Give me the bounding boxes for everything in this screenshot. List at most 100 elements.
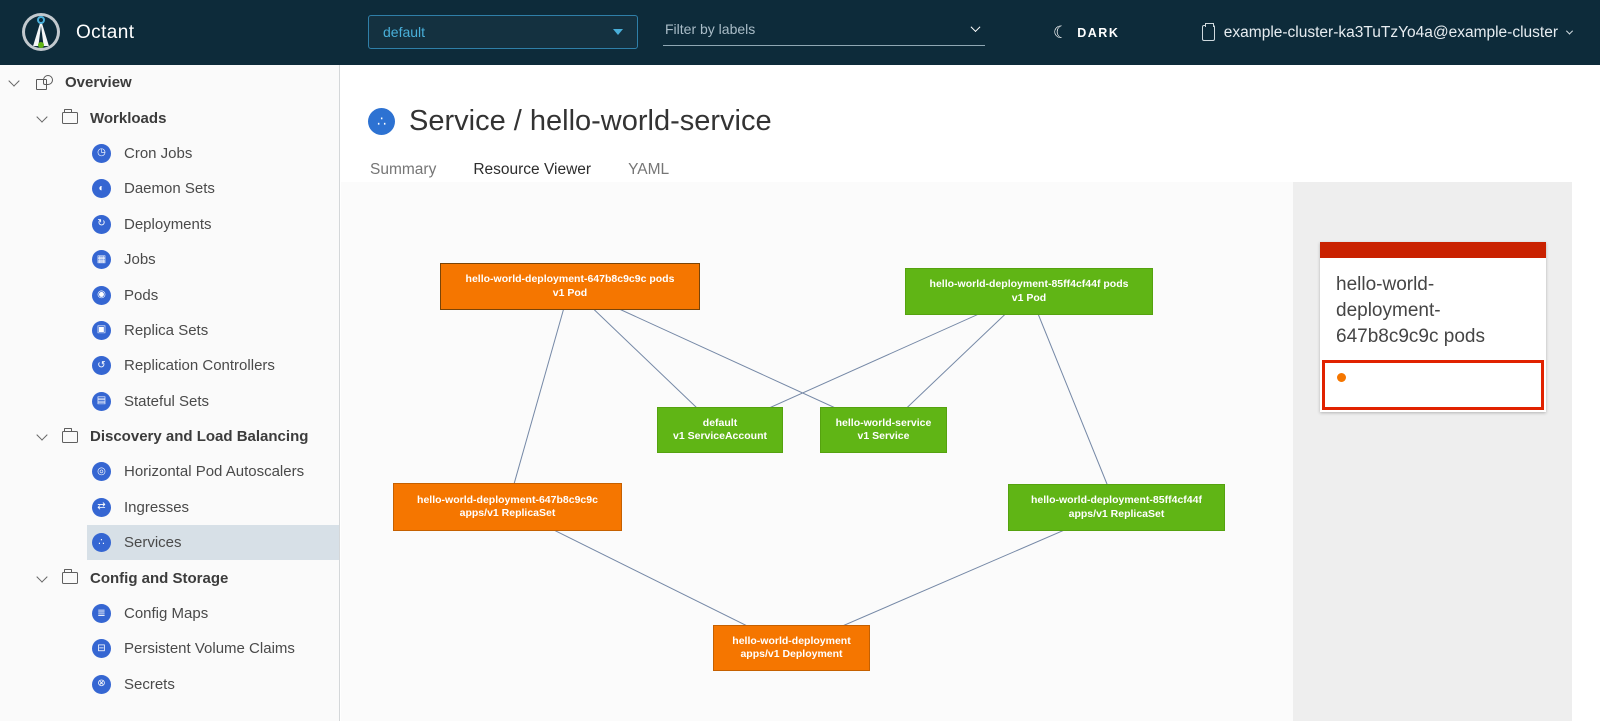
sidebar-item-label: Config and Storage [90, 569, 229, 587]
node-name: hello-world-deployment-647b8c9c9c pods [465, 273, 675, 285]
node-kind: v1 Pod [1011, 291, 1047, 304]
sidebar-item-label: Deployments [124, 215, 212, 233]
sidebar-item-label: Replication Controllers [124, 357, 275, 375]
card-status-bar [1320, 242, 1546, 258]
chevron-down-icon[interactable] [36, 570, 48, 583]
node-name: hello-world-deployment-85ff4cf44f [1031, 494, 1202, 506]
sidebar-item-jobs[interactable]: ▦Jobs [0, 242, 339, 277]
theme-toggle[interactable]: ☾ DARK [1053, 0, 1119, 65]
sidebar-item-label: Pods [124, 286, 159, 304]
namespace-value: default [383, 24, 426, 40]
node-name: hello-world-deployment-85ff4cf44f pods [929, 278, 1129, 290]
sidebar-item-cron-jobs[interactable]: ◷Cron Jobs [0, 136, 339, 171]
sidebar-item-config-maps[interactable]: ≣ Config Maps [0, 596, 339, 631]
sidebar-item-ingresses[interactable]: ⇄Ingresses [0, 490, 339, 525]
logo-top-dot [37, 16, 45, 24]
ingresses-icon: ⇄ [92, 497, 111, 517]
daemon-sets-icon: ◐ [92, 179, 111, 199]
octant-logo-icon[interactable] [22, 13, 60, 51]
node-kind: apps/v1 ReplicaSet [459, 507, 556, 519]
folder-icon [62, 427, 78, 443]
sidebar-item-label: Cron Jobs [124, 144, 193, 162]
sidebar-item-label: Config Maps [124, 605, 209, 623]
object-detail-panel: hello-world-deployment-647b8c9c9c pods [1293, 182, 1572, 721]
sidebar-item-daemon-sets[interactable]: ◐ Daemon Sets [0, 171, 339, 206]
sidebar-item-label: Daemon Sets [124, 180, 215, 198]
sidebar-item-label: Stateful Sets [124, 392, 210, 410]
cluster-context[interactable]: example-cluster-ka3TuTzYo4a@example-clus… [1201, 0, 1574, 65]
sidebar-item-replica-sets[interactable]: ▣ Replica Sets [0, 313, 339, 348]
node-kind: v1 ServiceAccount [673, 430, 767, 442]
deployments-icon: ↻ [92, 214, 111, 234]
page-header: ∴ Service / hello-world-service [341, 65, 1600, 138]
sidebar-item-secrets[interactable]: ⊗Secrets [0, 667, 339, 702]
folder-icon [62, 569, 78, 585]
sidebar-item-horizontal-pod-autoscalers[interactable]: ◎ Horizontal Pod Autoscalers [0, 454, 339, 489]
selected-node-card[interactable]: hello-world-deployment-647b8c9c9c pods [1320, 242, 1546, 412]
sidebar-item-label: Services [124, 534, 182, 552]
node-kind: apps/v1 ReplicaSet [1068, 507, 1165, 520]
graph-edge-pod-647b8c9c9c--serviceaccount-default [569, 286, 721, 431]
config-maps-icon: ≣ [92, 604, 111, 624]
logo-bottom-dot [38, 42, 44, 48]
sidebar-item-config-and-storage[interactable]: Config and Storage [0, 560, 339, 595]
sidebar-item-label: Overview [65, 74, 132, 92]
theme-label: DARK [1077, 25, 1120, 40]
replica-sets-icon: ▣ [92, 320, 111, 340]
node-name: default [702, 416, 738, 429]
sidebar-item-services[interactable]: ∴ Services [0, 525, 339, 561]
graph-edge-pod-647b8c9c9c--service-hello-world-service [569, 286, 884, 431]
chevron-down-icon[interactable] [970, 22, 981, 33]
folder-icon [62, 109, 78, 125]
sidebar-item-label: Workloads [90, 109, 167, 127]
pods-icon: ◉ [92, 285, 111, 305]
node-kind: apps/v1 Deployment [740, 648, 843, 660]
chevron-down-icon[interactable] [8, 75, 20, 87]
node-name: hello-world-service [835, 416, 932, 429]
horizontal-pod-autoscalers-icon: ◎ [92, 462, 111, 482]
tab-summary[interactable]: Summary [370, 161, 437, 178]
graph-edge-pod-647b8c9c9c--replicaset-647b8c9c9c [507, 286, 571, 508]
right-gutter [1572, 182, 1600, 721]
sidebar-item-discovery-and-load-balancing[interactable]: Discovery and Load Balancing [0, 419, 339, 454]
moon-icon: ☾ [1053, 23, 1069, 42]
sidebar-item-replication-controllers[interactable]: ↺ Replication Controllers [0, 348, 339, 383]
label-filter-input[interactable]: Filter by labels [663, 16, 985, 46]
jobs-icon: ▦ [92, 250, 111, 270]
sidebar-item-workloads[interactable]: Workloads [0, 100, 339, 135]
persistent-volume-claims-icon: ⊟ [92, 639, 111, 659]
services-icon: ∴ [92, 533, 111, 553]
filter-placeholder: Filter by labels [665, 20, 756, 37]
sidebar-item-label: Horizontal Pod Autoscalers [124, 463, 305, 481]
card-title: hello-world-deployment-647b8c9c9c pods [1336, 274, 1485, 347]
sidebar-item-pods[interactable]: ◉ Pods [0, 277, 339, 312]
cluster-name: example-cluster-ka3TuTzYo4a@example-clus… [1223, 23, 1558, 41]
node-kind: v1 Service [857, 430, 910, 442]
chevron-down-icon[interactable] [36, 110, 48, 123]
overview-icon [36, 75, 53, 91]
tab-yaml[interactable]: YAML [628, 161, 670, 178]
node-name: hello-world-deployment-647b8c9c9c [417, 493, 598, 506]
namespace-dropdown[interactable]: default [368, 15, 638, 49]
resource-viewer: hello-world-deployment-647b8c9c9c pods v1… [341, 182, 1600, 721]
sidebar-item-overview[interactable]: Overview [0, 65, 339, 100]
app-title: Octant [76, 21, 135, 43]
sidebar-item-label: Discovery and Load Balancing [90, 428, 309, 446]
chevron-down-icon[interactable] [36, 429, 48, 441]
card-status-box [1322, 360, 1544, 410]
page-title: Service / hello-world-service [409, 105, 772, 137]
sidebar-item-deployments[interactable]: ↻ Deployments [0, 207, 339, 242]
replication-controllers-icon: ↺ [92, 356, 111, 376]
sidebar-item-stateful-sets[interactable]: ▤Stateful Sets [0, 384, 339, 419]
sidebar-item-label: Replica Sets [124, 321, 209, 339]
sidebar-item-persistent-volume-claims[interactable]: ⊟Persistent Volume Claims [0, 631, 339, 666]
